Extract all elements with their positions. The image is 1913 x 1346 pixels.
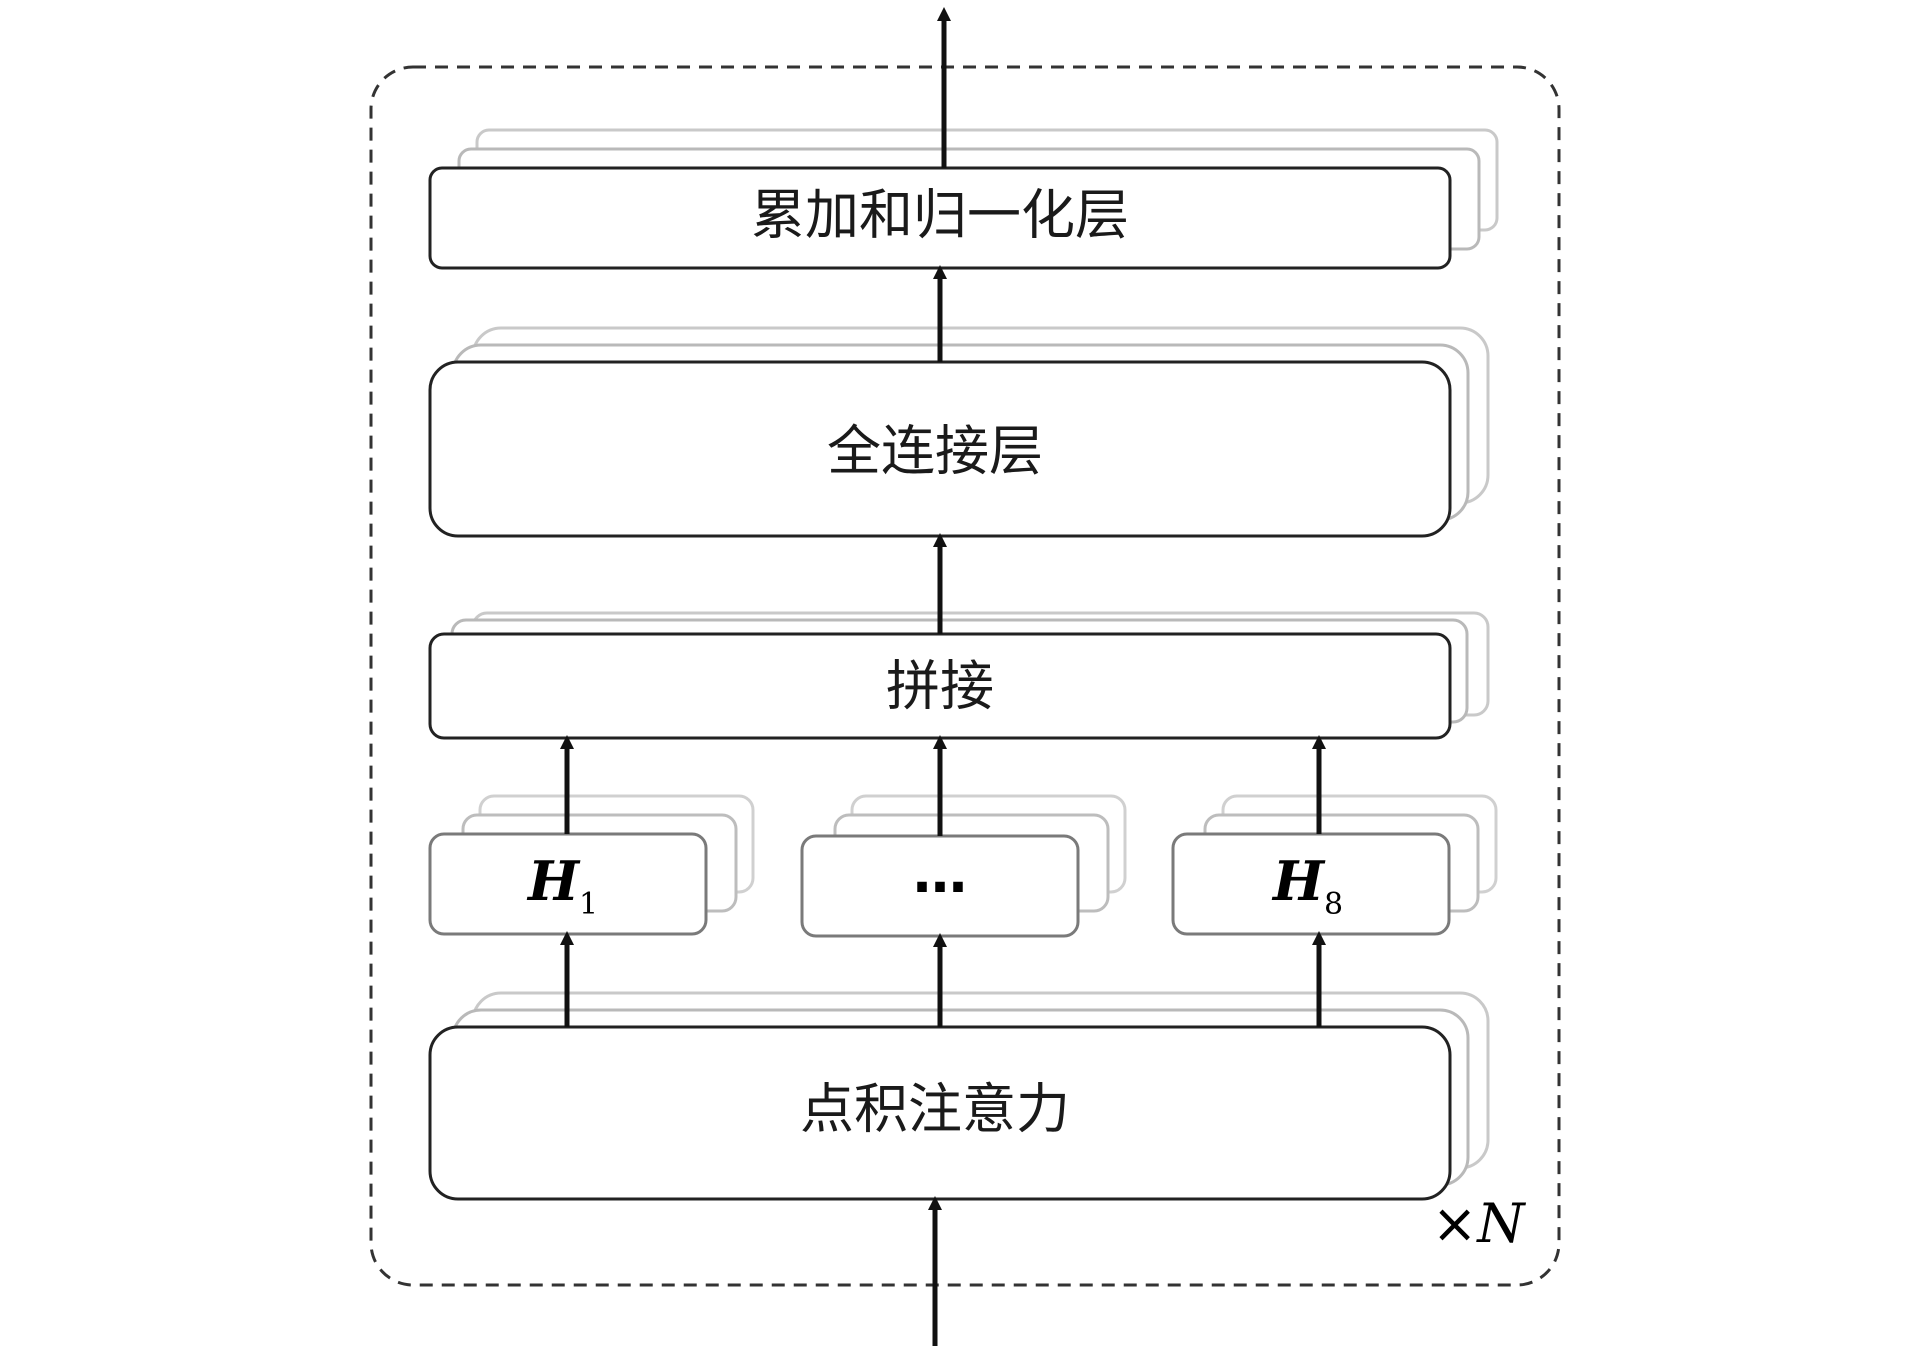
head-ellipsis-label: …: [913, 842, 967, 905]
attention-block: 点积注意力: [428, 991, 1490, 1201]
concat-label: 拼接: [886, 655, 994, 718]
head-middle-block: …: [800, 794, 1127, 938]
fc-block: 全连接层: [428, 326, 1490, 538]
concat-block: 拼接: [428, 611, 1490, 740]
repeat-label: ×N: [1432, 1192, 1526, 1255]
head-1-block: H1: [428, 794, 755, 936]
head-8-label: H8: [1271, 849, 1343, 922]
fc-label: 全连接层: [827, 420, 1043, 483]
add-norm-block: 累加和归一化层: [428, 128, 1499, 270]
attention-label: 点积注意力: [800, 1078, 1070, 1141]
head-1-label: H1: [526, 849, 598, 922]
add-norm-label: 累加和归一化层: [751, 184, 1129, 247]
head-8-block: H8: [1171, 794, 1498, 936]
repeat-container: [369, 65, 1561, 1287]
